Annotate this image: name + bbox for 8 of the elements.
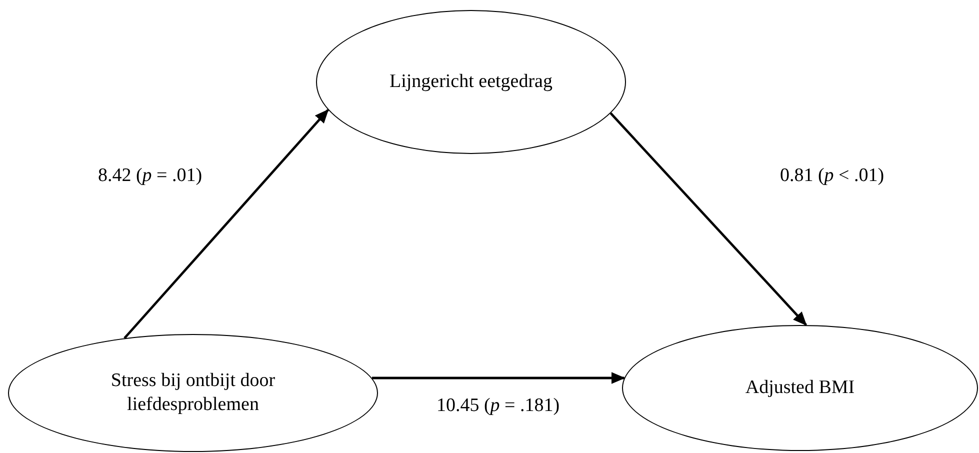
edge-label: 8.42 (p = .01) [96, 165, 204, 187]
edge-label: 0.81 (p < .01) [778, 165, 886, 187]
arrow [372, 372, 626, 384]
node-label: Stress bij ontbijt door liefdesproblemen [110, 369, 276, 417]
arrow [610, 112, 808, 326]
node-label: Lijngericht eetgedrag [389, 70, 552, 94]
node-label: Adjusted BMI [745, 376, 855, 400]
arrow [124, 109, 329, 339]
